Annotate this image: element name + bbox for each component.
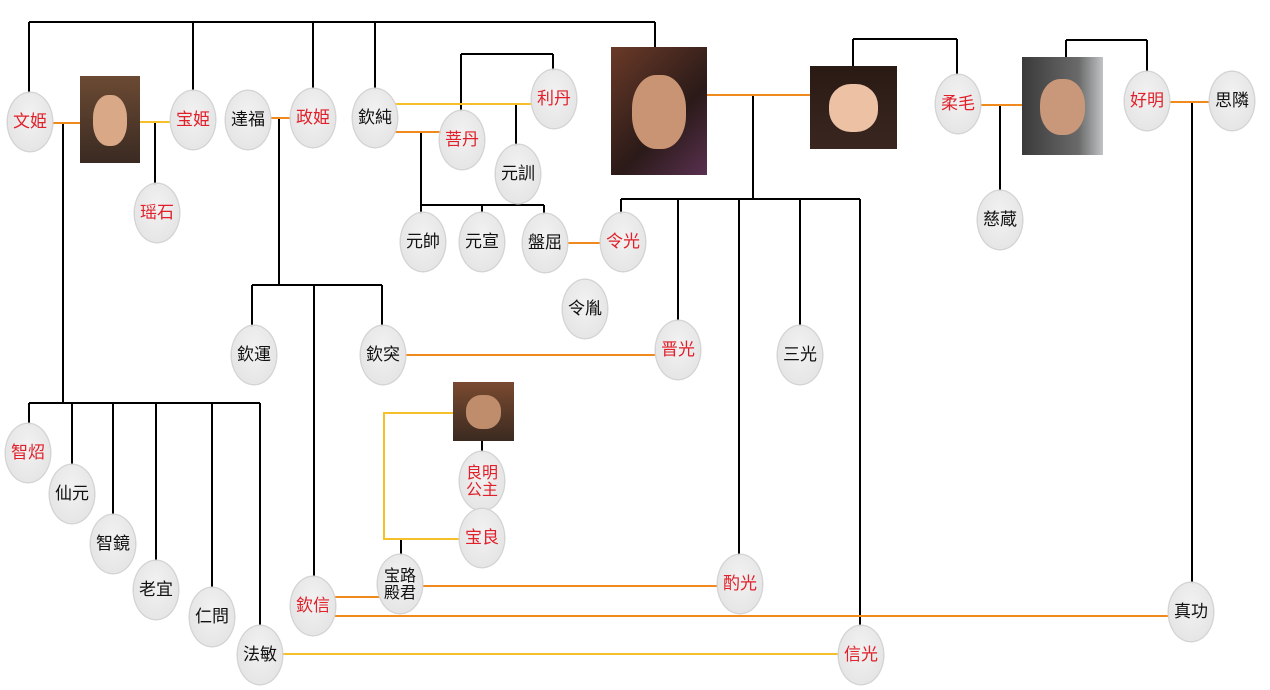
person-node[interactable]: 法敏 bbox=[238, 626, 282, 684]
person-node[interactable]: 利丹 bbox=[532, 70, 576, 128]
person-node[interactable]: 宝姫 bbox=[171, 91, 215, 149]
person-node[interactable]: 真功 bbox=[1169, 583, 1213, 641]
yellow-marriage-lines bbox=[140, 103, 839, 655]
orange-marriage-lines bbox=[52, 94, 1210, 617]
person-node[interactable]: 好明 bbox=[1125, 72, 1169, 130]
person-node[interactable]: 令胤 bbox=[563, 280, 607, 338]
person-node[interactable]: 欽運 bbox=[232, 326, 276, 384]
person-node[interactable]: 元訓 bbox=[496, 145, 540, 203]
person-node[interactable]: 柔毛 bbox=[936, 75, 980, 133]
person-node[interactable]: 三光 bbox=[778, 326, 822, 384]
person-node[interactable]: 智鏡 bbox=[91, 515, 135, 573]
person-node[interactable]: 瑶石 bbox=[135, 184, 179, 242]
portrait-photo-1[interactable] bbox=[80, 76, 140, 163]
person-node[interactable]: 宝路 殿君 bbox=[378, 555, 422, 613]
person-node[interactable]: 信光 bbox=[839, 626, 883, 684]
person-node[interactable]: 酌光 bbox=[718, 555, 762, 613]
person-node[interactable]: 欽信 bbox=[291, 577, 335, 635]
person-node[interactable]: 盤屈 bbox=[523, 214, 567, 272]
portrait-photo-3[interactable] bbox=[810, 66, 897, 149]
person-node[interactable]: 文姫 bbox=[8, 93, 52, 151]
portrait-photo-4[interactable] bbox=[1022, 57, 1103, 155]
person-node[interactable]: 宝良 bbox=[460, 509, 504, 567]
portrait-photo-2[interactable] bbox=[611, 47, 707, 175]
person-node[interactable]: 元帥 bbox=[401, 213, 445, 271]
person-node[interactable]: 老宜 bbox=[134, 561, 178, 619]
person-node[interactable]: 思隣 bbox=[1210, 72, 1254, 130]
person-node[interactable]: 欽突 bbox=[361, 326, 405, 384]
person-node[interactable]: 晋光 bbox=[656, 321, 700, 379]
person-node[interactable]: 政姫 bbox=[291, 89, 335, 147]
person-node[interactable]: 慈蔵 bbox=[978, 191, 1022, 249]
person-node[interactable]: 仁問 bbox=[190, 588, 234, 646]
person-node[interactable]: 欽純 bbox=[353, 89, 397, 147]
portrait-photo-5[interactable] bbox=[453, 382, 514, 441]
person-node[interactable]: 仙元 bbox=[50, 465, 94, 523]
person-node[interactable]: 元宣 bbox=[460, 213, 504, 271]
person-node[interactable]: 智炤 bbox=[6, 424, 50, 482]
person-node[interactable]: 良明 公主 bbox=[460, 452, 504, 510]
person-node[interactable]: 達福 bbox=[226, 91, 270, 149]
person-node[interactable]: 令光 bbox=[601, 213, 645, 271]
person-node[interactable]: 菩丹 bbox=[440, 111, 484, 169]
